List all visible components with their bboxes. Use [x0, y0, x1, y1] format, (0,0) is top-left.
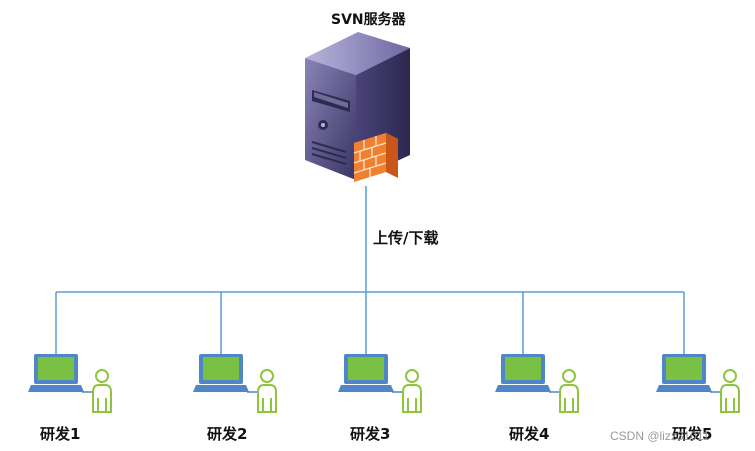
client-label-4: 研发4: [509, 425, 550, 443]
upload-download-label: 上传/下载: [373, 229, 439, 247]
laptop-icon: [193, 354, 249, 392]
client-1: [28, 354, 112, 413]
user-icon: [92, 369, 112, 413]
clients: [28, 354, 740, 413]
client-4: [495, 354, 579, 413]
watermark: CSDN @lizz31011: [610, 429, 710, 443]
client-label-2: 研发2: [207, 425, 248, 443]
server-label: SVN服务器: [331, 12, 406, 28]
firewall-icon: [353, 133, 398, 182]
connection-lines: [55, 186, 685, 354]
laptop-icon: [656, 354, 712, 392]
user-icon: [402, 369, 422, 413]
laptop-icon: [28, 354, 84, 392]
laptop-icon: [495, 354, 551, 392]
laptop-icon: [338, 354, 394, 392]
user-icon: [559, 369, 579, 413]
user-icon: [257, 369, 277, 413]
client-label-5: 研发5: [672, 425, 713, 443]
client-label-3: 研发3: [350, 425, 391, 443]
client-2: [193, 354, 277, 413]
client-5: [656, 354, 740, 413]
user-icon: [720, 369, 740, 413]
client-3: [338, 354, 422, 413]
client-label-1: 研发1: [40, 425, 81, 443]
